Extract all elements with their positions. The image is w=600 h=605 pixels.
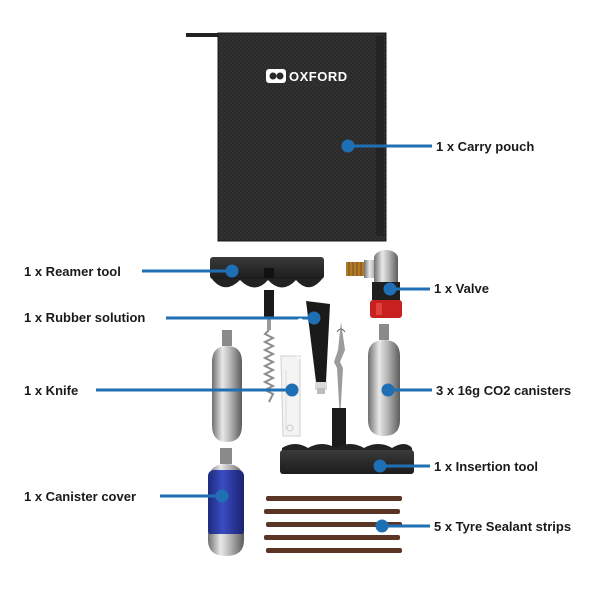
co2-canister-right <box>368 324 400 436</box>
pouch-logo-text: OXFORD <box>289 69 348 84</box>
canister-cover <box>208 448 244 556</box>
tube-logo-text: OXFORD <box>295 318 305 360</box>
carry-pouch <box>186 32 387 242</box>
label-canister-cover: 1 x Canister cover <box>24 489 137 504</box>
tyre-sealant-strips <box>264 496 402 553</box>
label-valve: 1 x Valve <box>434 281 489 296</box>
label-rubber-solution: 1 x Rubber solution <box>24 310 146 325</box>
sealant-strip <box>266 548 402 553</box>
sealant-strip <box>264 509 400 514</box>
label-sealant-strips: 5 x Tyre Sealant strips <box>434 519 572 534</box>
sealant-strip <box>264 535 400 540</box>
label-reamer-tool: 1 x Reamer tool <box>24 264 121 279</box>
co2-canister-left <box>212 330 242 442</box>
label-carry-pouch: 1 x Carry pouch <box>436 139 535 154</box>
oxford-logo-icon <box>266 69 286 83</box>
leader-lines <box>96 139 432 533</box>
reamer-tool <box>210 257 324 403</box>
sealant-strip <box>266 496 402 501</box>
label-knife: 1 x Knife <box>24 383 79 398</box>
label-insertion-tool: 1 x Insertion tool <box>434 459 539 474</box>
sealant-strip <box>266 522 402 527</box>
label-co2-canisters: 3 x 16g CO2 canisters <box>436 383 572 398</box>
